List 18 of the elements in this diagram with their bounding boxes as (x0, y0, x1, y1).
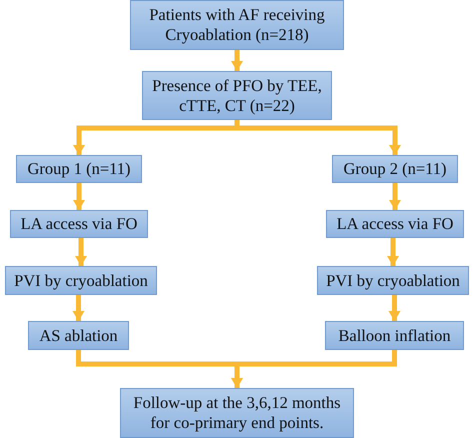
process-box: PVI by cryoablation (317, 266, 469, 295)
arrow (75, 238, 87, 266)
process-box: AS ablation (28, 321, 129, 350)
process-box: LA access via FO (326, 210, 464, 238)
process-box: LA access via FO (10, 210, 148, 238)
arrow (387, 238, 399, 266)
process-box: Balloon inflation (325, 321, 464, 350)
arrow (72, 295, 84, 321)
process-box: PVI by cryoablation (5, 266, 157, 295)
arrow (389, 183, 401, 210)
arrow (73, 183, 85, 210)
arrow (231, 50, 243, 71)
arrow (388, 295, 400, 321)
process-box: Presence of PFO by TEE, cTTE, CT (n=22) (142, 71, 332, 120)
process-box: Patients with AF receiving Cryoablation (n=218) (130, 0, 344, 50)
process-box: Group 1 (n=11) (16, 155, 142, 183)
process-box: Follow-up at the 3,6,12 months for co-primary end points. (120, 388, 354, 438)
process-box: Group 2 (n=11) (332, 155, 458, 183)
